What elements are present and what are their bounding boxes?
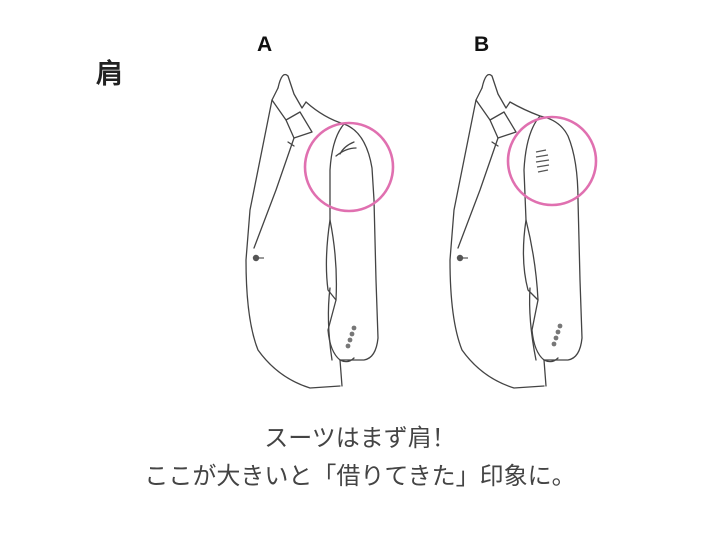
figure-label-a: A xyxy=(257,33,273,56)
figure-label-b: B xyxy=(474,33,490,56)
highlight-circle-b xyxy=(506,115,598,207)
section-heading: 肩 xyxy=(96,59,123,90)
jacket-outline-b xyxy=(449,73,583,389)
jacket-illustration-b xyxy=(449,73,598,389)
cuff-buttons-b xyxy=(551,323,563,347)
cuff-buttons-a xyxy=(345,325,357,349)
jacket-outline-a xyxy=(245,73,379,389)
front-button-b xyxy=(456,254,468,262)
caption-line-1: スーツはまず肩！ xyxy=(264,424,456,452)
caption-line-2: ここが大きいと「借りてきた」印象に。 xyxy=(144,462,576,490)
jacket-illustration-a xyxy=(245,73,395,389)
shoulder-wrinkles-b xyxy=(535,149,550,173)
highlight-circle-a xyxy=(303,121,395,213)
front-button-a xyxy=(252,254,264,262)
